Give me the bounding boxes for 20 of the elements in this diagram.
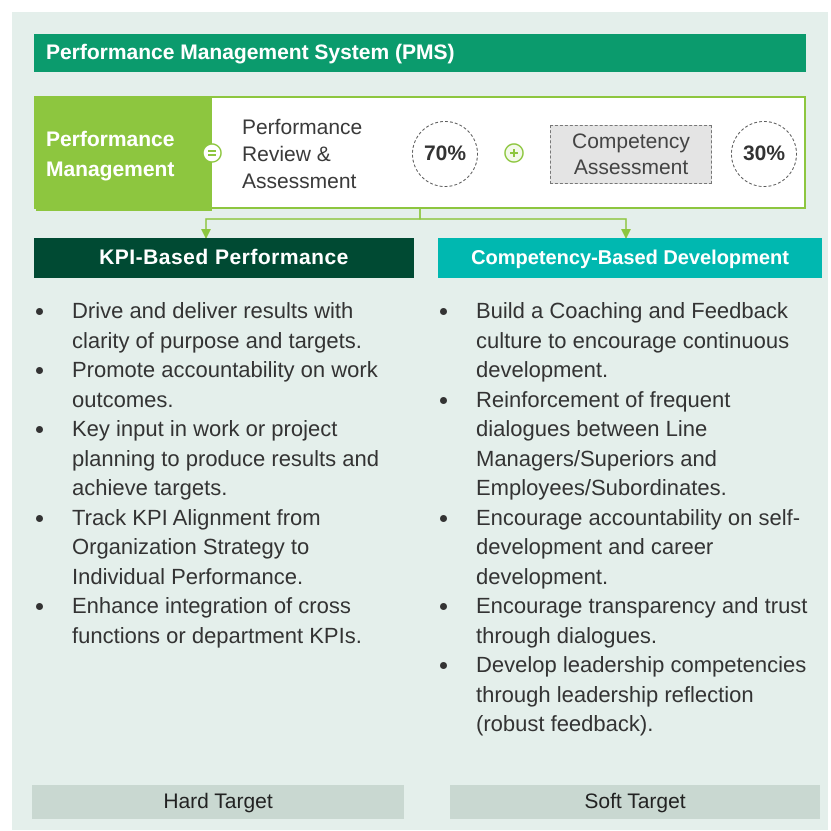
bullet-item: Build a Coaching and Feedback culture to encourage continuous development. [438,296,818,384]
column-header: KPI-Based Performance [34,238,414,278]
bullet-item: Encourage accountability on self-development and career development. [438,502,818,591]
bullet-item: Key input in work or project planning to produce results and achieve targets. [34,414,406,502]
bullet-item: Drive and deliver results with clarity of purpose and targets. [34,296,406,355]
footer-bar: Hard Target [32,785,404,819]
bullet-item: Reinforcement of frequent dialogues between Line Managers/Superiors and Employees/Subordinates. [438,384,818,502]
formula-term: Performance Review & Assessment [242,114,402,194]
bullet-item: Track KPI Alignment from Organization Strategy to Individual Performance. [34,502,406,591]
footer-bar: Soft Target [450,785,820,819]
bullet-item: Develop leadership competencies through leadership reflection (robust feedback). [438,650,818,738]
bullet-item: Enhance integration of cross functions or department KPIs. [34,591,406,650]
formula-box [34,96,806,209]
column-header: Competency-Based Development [438,238,822,278]
title-bar: Performance Management System (PMS) [34,34,806,72]
bullet-item: Promote accountability on work outcomes. [34,355,406,414]
label-panel: Performance Management [36,98,212,211]
connector-arrow [419,209,631,239]
bullet-item: Encourage transparency and trust through dialogues. [438,591,818,650]
dashed-term-box: Competency Assessment [550,125,712,184]
